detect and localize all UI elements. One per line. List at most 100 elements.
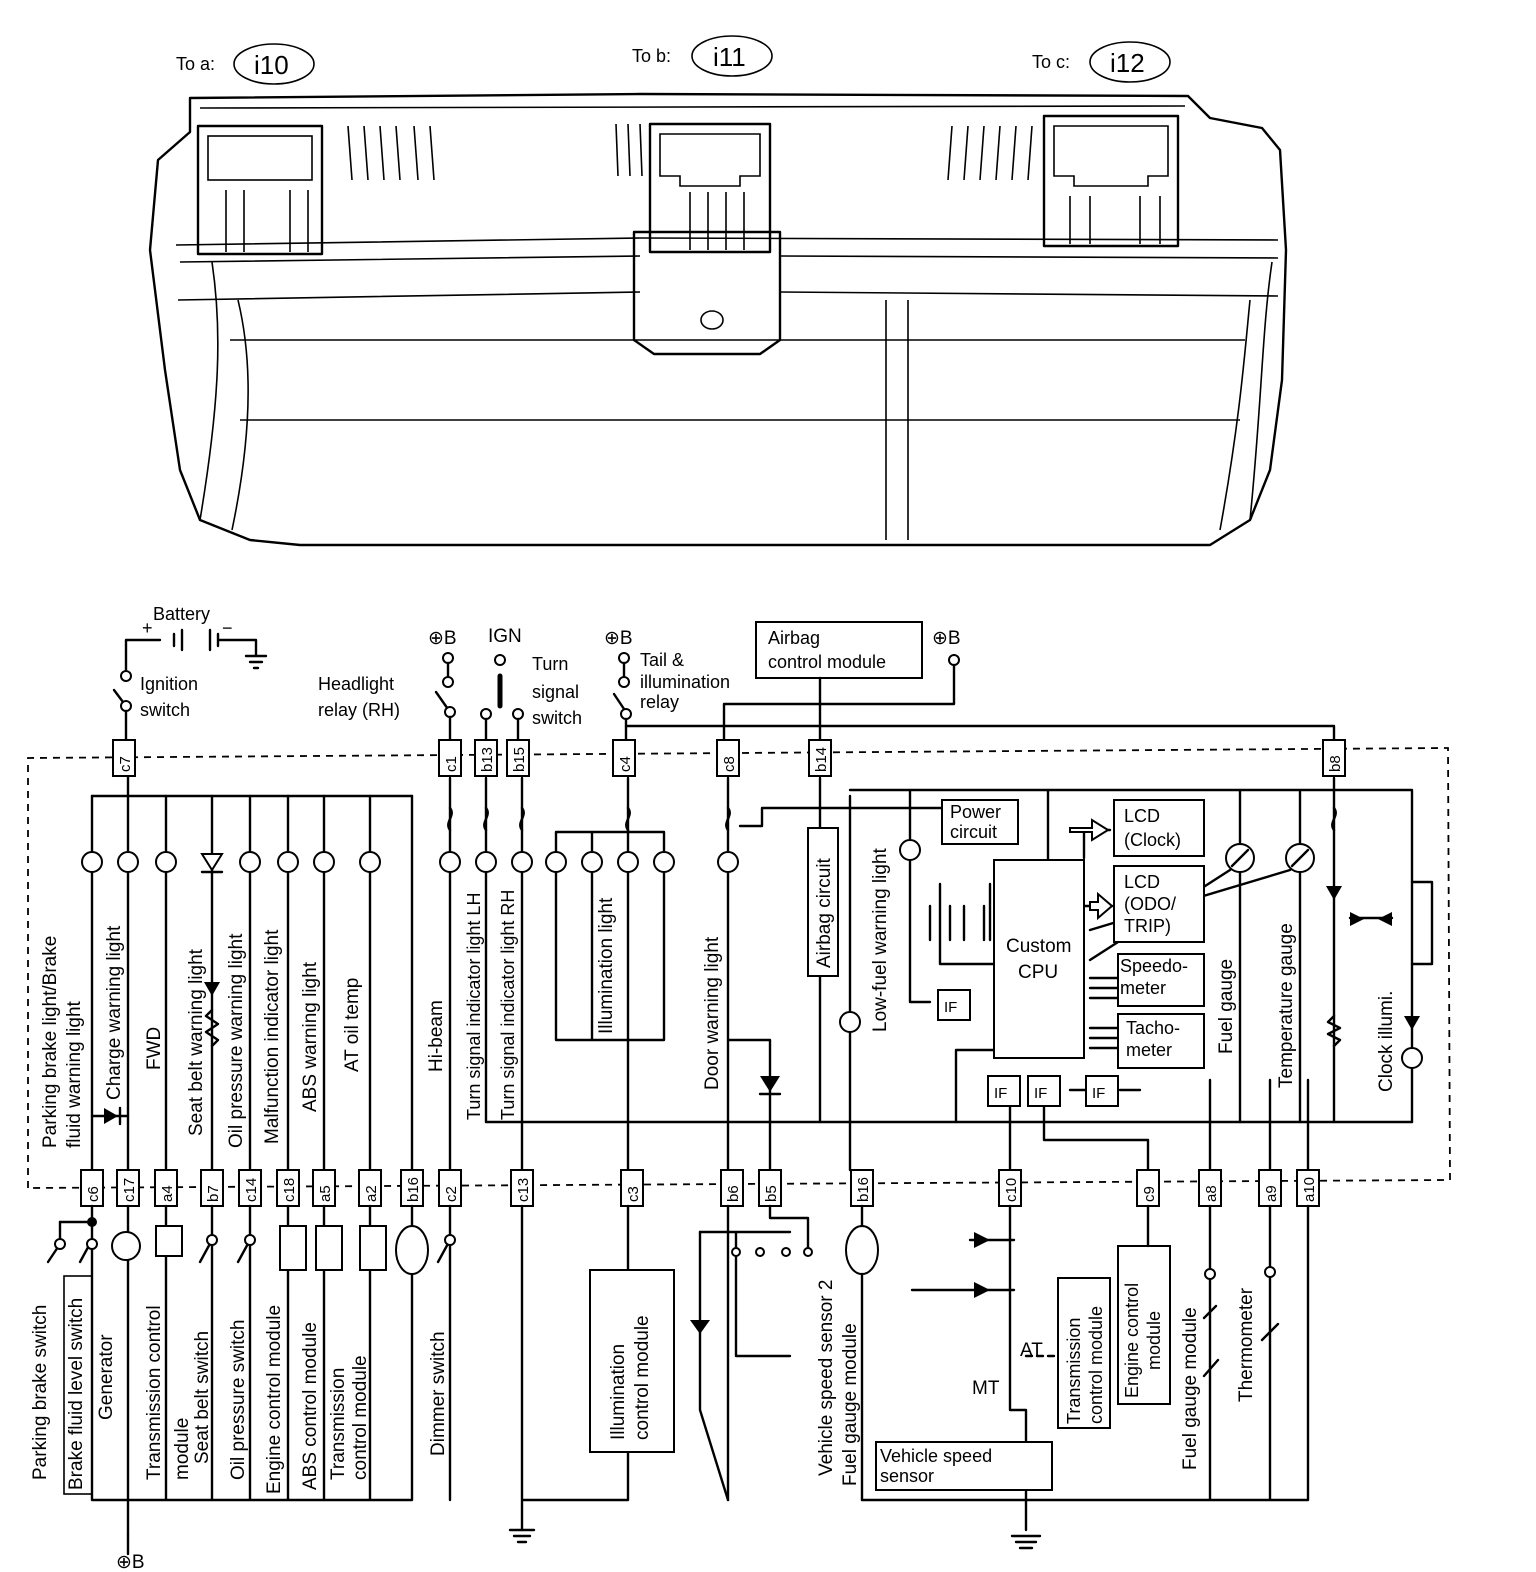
vss-label-1: Vehicle speed: [880, 1446, 992, 1466]
tail-relay-label-1: Tail &: [640, 650, 684, 670]
at-label: AT: [1020, 1340, 1043, 1361]
bottom-pin-label: a8: [1203, 1185, 1220, 1202]
turn-switch-label-3: switch: [532, 708, 582, 728]
if-box-4: [1085, 1075, 1119, 1107]
bottom-pin-box: [620, 1169, 644, 1207]
speedometer-label-1: Speedo-: [1120, 956, 1188, 976]
generator-icon: [111, 1231, 141, 1261]
top-pin-box: [808, 739, 832, 777]
power-circuit-label-2: circuit: [950, 822, 997, 842]
dimmer-switch-label: Dimmer switch: [428, 1331, 449, 1456]
bottom-pin-label: a5: [317, 1185, 334, 1202]
lcd-odo-label-3: TRIP): [1124, 916, 1171, 936]
bottom-pin-label: c14: [243, 1178, 260, 1202]
illumination-light-label: Illumination light: [596, 897, 617, 1034]
fuel-gauge-label: Fuel gauge: [1216, 959, 1237, 1054]
tcm-label-2: module: [172, 1418, 193, 1480]
tcm-label-1: Transmission control: [144, 1305, 165, 1480]
custom-cpu-label-2: CPU: [1018, 962, 1058, 983]
lcd-clock-label-1: LCD: [1124, 806, 1160, 826]
connector-a-oval: [233, 43, 315, 85]
airbag-control-module-box: [755, 621, 923, 679]
turn-switch-label-1: Turn: [532, 654, 568, 674]
tail-relay-label-3: relay: [640, 692, 679, 712]
vss-label-2: sensor: [880, 1466, 934, 1486]
battery-label: Battery: [153, 604, 210, 624]
top-pin-box: [438, 739, 462, 777]
clock-illumi-label: Clock illumi.: [1376, 991, 1397, 1092]
tachometer-label-1: Tacho-: [1126, 1018, 1180, 1038]
connector-b-code: i11: [713, 42, 746, 72]
lcd-clock-box: [1113, 799, 1205, 857]
bottom-pin-label: c6: [85, 1186, 102, 1202]
bottom-pin-label: c10: [1003, 1178, 1020, 1202]
fuse-icons: [447, 806, 1337, 832]
airbag-module-label-2: control module: [768, 652, 886, 672]
charge-warning-label: Charge warning light: [104, 925, 125, 1100]
connector-c-code: i12: [1110, 48, 1145, 78]
vss2-label: Vehicle speed sensor 2: [816, 1280, 837, 1476]
power-circuit-label-1: Power: [950, 802, 1001, 822]
if-label-1: IF: [944, 999, 957, 1016]
ignition-switch-label-1: Ignition: [140, 674, 198, 694]
top-pin-label: b13: [479, 747, 496, 772]
lamp-icons: [81, 839, 1423, 1069]
top-pin-box: [716, 739, 740, 777]
ecm-label: Engine control module: [264, 1305, 285, 1494]
bottom-pin-label: c18: [281, 1178, 298, 1202]
airbag-circuit-box: [807, 827, 839, 977]
bottom-pin-label: b5: [763, 1185, 780, 1202]
temperature-gauge-label: Temperature gauge: [1276, 923, 1297, 1088]
tail-relay-label-2: illumination: [640, 672, 730, 692]
external-labels: Parking brake switch Brake fluid level s…: [30, 1275, 1257, 1572]
fwd-label: FWD: [144, 1027, 165, 1070]
resistor-icon: [395, 1225, 429, 1275]
custom-cpu-label-1: Custom: [1006, 936, 1071, 957]
lcd-odo-label-1: LCD: [1124, 872, 1160, 892]
connector-b-prefix: To b:: [632, 46, 671, 66]
bottom-pin-label: b6: [725, 1185, 742, 1202]
ecm2-label-1: Engine control: [1122, 1283, 1142, 1398]
abs-module-label: ABS control module: [300, 1322, 321, 1490]
custom-cpu-box: [993, 859, 1085, 1059]
connector-a-code: i10: [254, 50, 289, 80]
diode-icon: [204, 982, 220, 996]
tachometer-label-2: meter: [1126, 1040, 1172, 1060]
bottom-pin-label: c17: [121, 1178, 138, 1202]
top-pin-label: c7: [117, 756, 134, 772]
bottom-pin-label: c9: [1141, 1186, 1158, 1202]
bottom-pin-label: c13: [515, 1178, 532, 1202]
top-pin-box: [474, 739, 498, 777]
top-pin-box: [506, 739, 530, 777]
top-pin-label: b15: [511, 747, 528, 772]
turn-switch-label-2: signal: [532, 682, 579, 702]
top-pin-label: b8: [1327, 755, 1344, 772]
illum-module-label-2: control module: [632, 1315, 653, 1440]
bottom-pin-box: [720, 1169, 744, 1207]
cluster-boundary: [27, 747, 1451, 1189]
external-wiring: [46, 1204, 1310, 1556]
parking-brake-light-label-1: Parking brake light/Brake: [40, 936, 61, 1148]
low-fuel-warning-label: Low-fuel warning light: [870, 848, 891, 1032]
bottom-pin-label: a10: [1301, 1177, 1318, 1202]
power-circuit-box: [941, 799, 1019, 845]
if-label-4: IF: [1092, 1085, 1105, 1102]
ecm2-label-2: module: [1144, 1311, 1164, 1370]
door-diode-icon: [760, 1076, 780, 1092]
lcd-odo-label-2: (ODO/: [1124, 894, 1176, 914]
tcm3-label-2: control module: [1086, 1306, 1106, 1424]
connector-a-prefix: To a:: [176, 54, 215, 74]
oil-pressure-warning-label: Oil pressure warning light: [226, 933, 247, 1148]
at-oil-temp-label: AT oil temp: [342, 978, 363, 1072]
lcd-clock-label-2: (Clock): [1124, 830, 1181, 850]
abs-warning-label: ABS warning light: [300, 961, 321, 1112]
bottom-pin-label: a2: [363, 1185, 380, 1202]
speedometer-label-2: meter: [1120, 978, 1166, 998]
headlight-relay-label-1: Headlight: [318, 674, 394, 694]
generator-label: Generator: [96, 1334, 117, 1420]
top-pin-label: c1: [443, 756, 460, 772]
